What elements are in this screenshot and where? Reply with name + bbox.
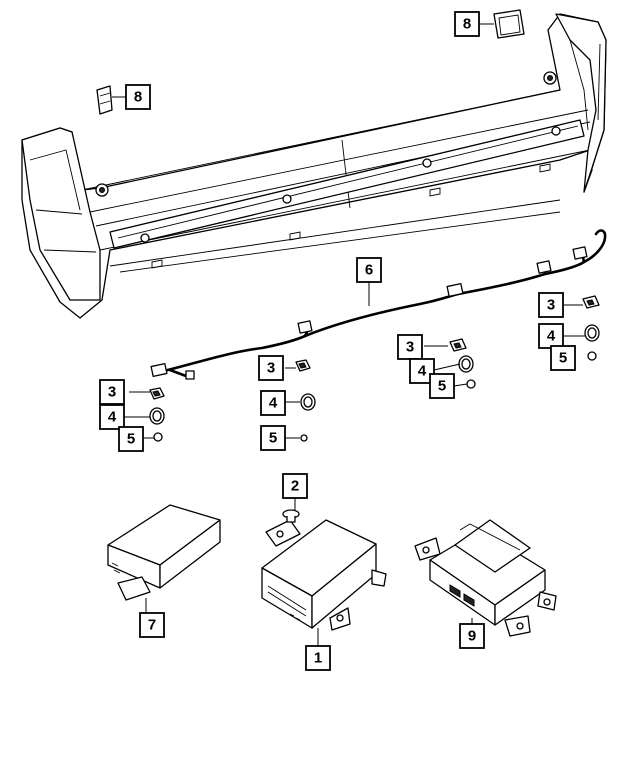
bracket-right bbox=[493, 9, 525, 39]
module-1 bbox=[261, 509, 387, 631]
sensor-group-left bbox=[149, 387, 165, 442]
callout-label: 9 bbox=[468, 628, 476, 645]
callout-6: 6 bbox=[356, 257, 382, 283]
callout-5-left: 5 bbox=[118, 426, 144, 452]
sensor-group-right bbox=[582, 295, 600, 361]
callout-8-top: 8 bbox=[454, 11, 480, 37]
callout-3-left: 3 bbox=[99, 379, 125, 405]
callout-label: 4 bbox=[108, 409, 117, 426]
callout-label: 2 bbox=[291, 478, 299, 495]
module-7 bbox=[107, 504, 221, 601]
callout-label: 7 bbox=[148, 617, 156, 634]
rear-bumper-fascia bbox=[21, 13, 607, 319]
callout-label: 4 bbox=[547, 328, 556, 345]
callout-9: 9 bbox=[459, 623, 485, 649]
callout-5-center-left: 5 bbox=[260, 425, 286, 451]
callout-3-center-right: 3 bbox=[397, 334, 423, 360]
bracket-left bbox=[96, 85, 113, 115]
callout-8-left: 8 bbox=[125, 84, 151, 110]
callout-label: 3 bbox=[267, 360, 275, 377]
callout-label: 3 bbox=[406, 339, 414, 356]
callout-label: 1 bbox=[314, 650, 322, 667]
module-9 bbox=[414, 519, 557, 637]
callout-2: 2 bbox=[282, 473, 308, 499]
callout-3-right: 3 bbox=[538, 292, 564, 318]
callout-1: 1 bbox=[305, 645, 331, 671]
callout-label: 4 bbox=[269, 395, 278, 412]
callout-label: 5 bbox=[438, 378, 446, 395]
sensor-group-center-right bbox=[449, 338, 476, 389]
callout-label: 8 bbox=[463, 16, 471, 33]
callout-label: 6 bbox=[365, 262, 373, 279]
callout-label: 3 bbox=[547, 297, 555, 314]
callout-7: 7 bbox=[139, 612, 165, 638]
callout-label: 5 bbox=[269, 430, 277, 447]
callout-label: 4 bbox=[418, 363, 427, 380]
callout-label: 5 bbox=[559, 350, 567, 367]
callout-4-right: 4 bbox=[538, 323, 564, 349]
callout-5-center-right: 5 bbox=[429, 373, 455, 399]
callout-4-center-left: 4 bbox=[260, 390, 286, 416]
sensor-group-center-left bbox=[295, 359, 316, 442]
callout-5-right: 5 bbox=[550, 345, 576, 371]
callout-label: 5 bbox=[127, 431, 135, 448]
callout-4-left: 4 bbox=[99, 404, 125, 430]
wiring-harness bbox=[150, 229, 607, 380]
callout-3-center-left: 3 bbox=[258, 355, 284, 381]
callout-label: 8 bbox=[134, 89, 142, 106]
callout-label: 3 bbox=[108, 384, 116, 401]
